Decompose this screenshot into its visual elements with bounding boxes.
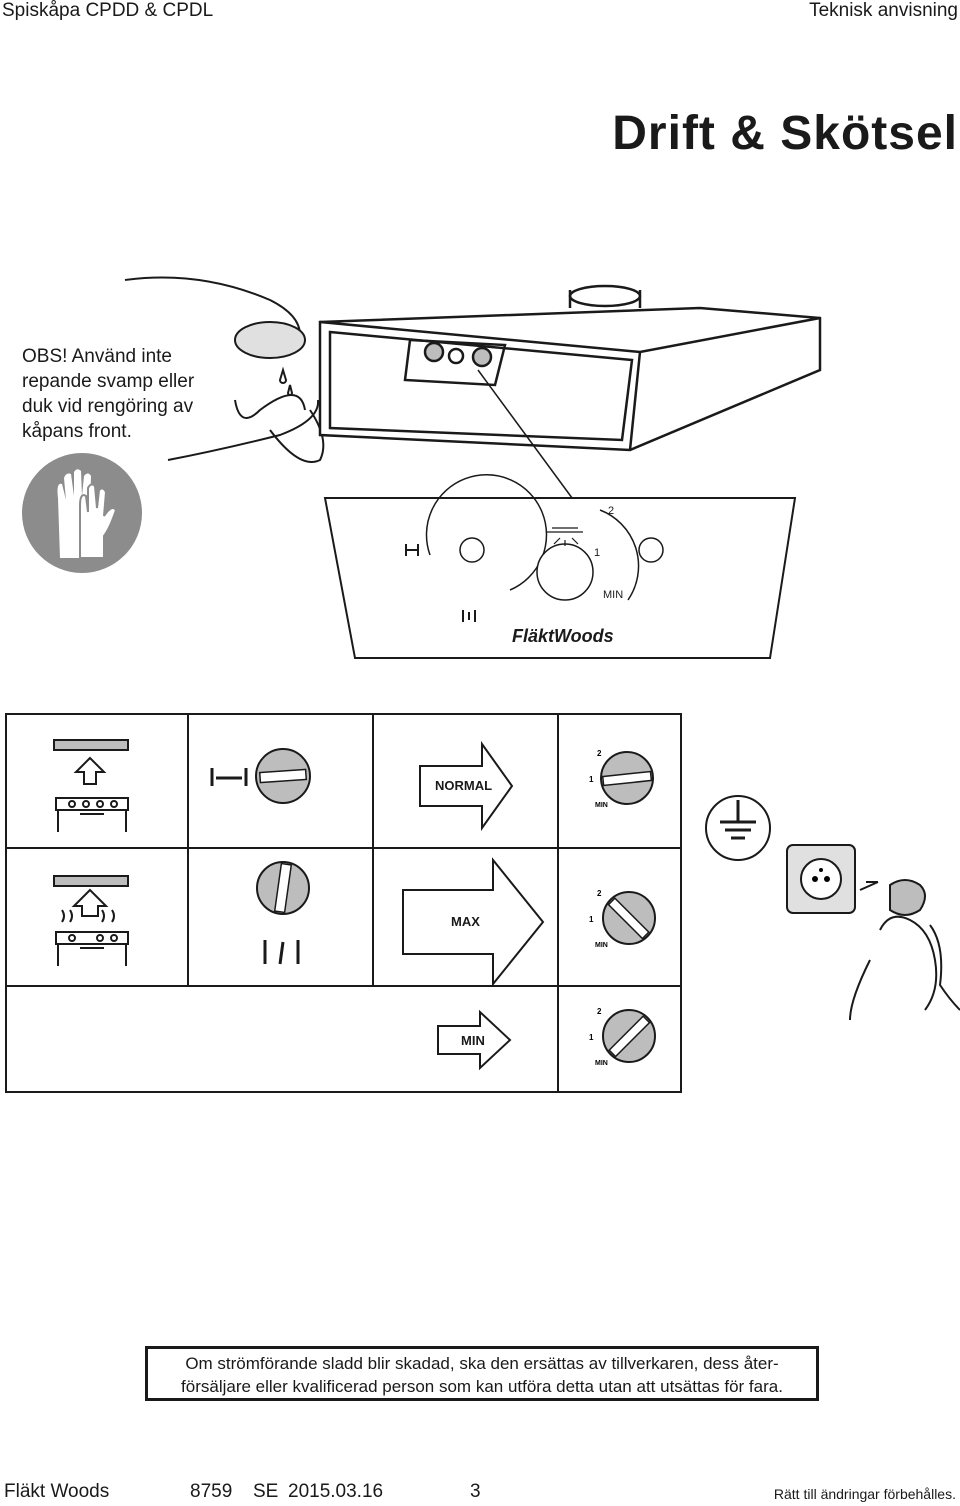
- knob-label-1: 1: [589, 775, 594, 784]
- arrow-normal: NORMAL: [419, 740, 514, 832]
- knob-label-1: 1: [589, 915, 594, 924]
- footer-date: 2015.03.16: [288, 1481, 384, 1502]
- note-line: kåpans front.: [22, 421, 132, 442]
- table-row: MAX 2 1 MIN: [53, 857, 656, 987]
- knob-label-2: 2: [597, 889, 602, 898]
- hood-illustration: 2 1 MIN FläktWoods: [22, 276, 822, 659]
- warning-line: försäljare eller kvalificerad person som…: [181, 1377, 783, 1396]
- speed-knob: 2 1 MIN: [589, 1007, 656, 1067]
- switch-on-icon: [210, 748, 311, 804]
- note-line: duk vid rengöring av: [22, 396, 194, 417]
- hands-drawing: [124, 276, 325, 463]
- header-product: Spiskåpa CPDD & CPDL: [2, 0, 214, 21]
- hood-drawing: [318, 284, 822, 503]
- panel-speed-2: 2: [608, 505, 614, 517]
- warning-line: Om strömförande sladd blir skadad, ska d…: [185, 1354, 779, 1373]
- speed-knob: 2 1 MIN: [589, 749, 654, 809]
- footer-rights: Rätt till ändringar förbehålles.: [773, 1486, 956, 1502]
- socket-icon: [786, 844, 856, 914]
- footer-doc-no: 8759: [190, 1481, 233, 1502]
- hood-stove-steam-icon: [53, 875, 129, 966]
- arrow-min: MIN: [437, 1009, 512, 1071]
- arrow-label: MIN: [461, 1033, 485, 1048]
- arrow-max: MAX: [402, 857, 545, 987]
- footer-lang: SE: [253, 1481, 279, 1502]
- arrow-label: MAX: [451, 914, 480, 929]
- speed-knob: 2 1 MIN: [589, 889, 656, 949]
- panel-speed-min: MIN: [603, 589, 623, 601]
- knob-label-min: MIN: [595, 942, 608, 949]
- switch-max-icon: [256, 861, 310, 965]
- control-panel: 2 1 MIN FläktWoods: [323, 474, 797, 659]
- knob-label-2: 2: [597, 1007, 602, 1016]
- page-title: Drift & Skötsel: [612, 107, 958, 160]
- gloves-icon: [22, 453, 142, 573]
- footer-page: 3: [470, 1481, 481, 1502]
- ground-icon: [705, 795, 771, 861]
- plug-hand-drawing: [849, 879, 960, 1021]
- cleaning-note: OBS! Använd inte repande svamp eller duk…: [22, 344, 242, 444]
- arrow-label: NORMAL: [435, 778, 492, 793]
- panel-speed-1: 1: [594, 547, 600, 559]
- table-row: NORMAL 2 1 MIN: [53, 739, 654, 832]
- knob-label-min: MIN: [595, 1060, 608, 1067]
- note-line: repande svamp eller: [22, 371, 195, 392]
- knob-label-2: 2: [597, 749, 602, 758]
- hood-stove-icon: [53, 739, 129, 832]
- note-line: OBS! Använd inte: [22, 346, 172, 367]
- table-row: MIN 2 1 MIN: [437, 1007, 656, 1071]
- brand-logo: FläktWoods: [512, 626, 614, 646]
- operation-table: NORMAL 2 1 MIN MAX: [5, 713, 960, 1093]
- header-doc-type: Teknisk anvisning: [809, 0, 958, 21]
- knob-label-1: 1: [589, 1033, 594, 1042]
- knob-label-min: MIN: [595, 802, 608, 809]
- footer-company: Fläkt Woods: [4, 1481, 110, 1502]
- warning-box: Om strömförande sladd blir skadad, ska d…: [145, 1346, 819, 1401]
